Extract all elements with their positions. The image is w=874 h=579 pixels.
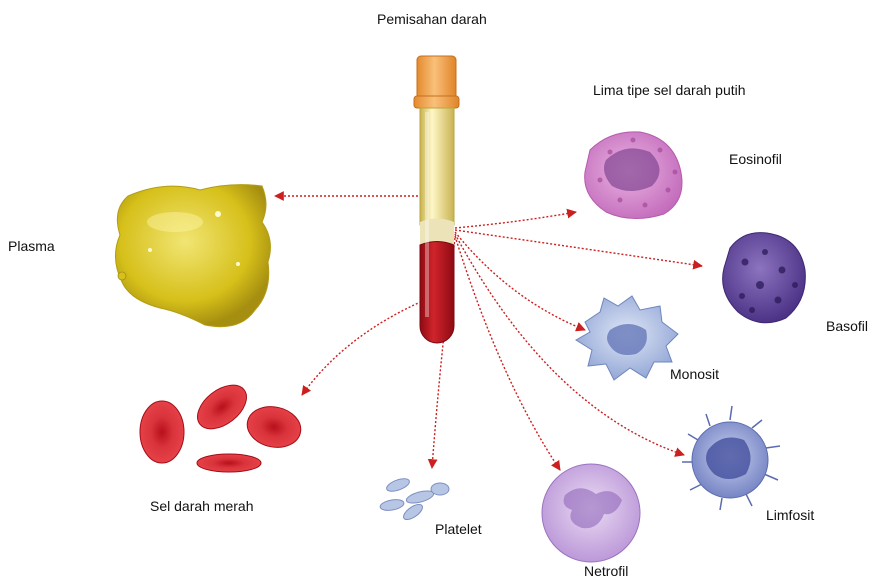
platelets: [379, 476, 449, 522]
label-monocyte: Monosit: [670, 366, 719, 382]
wbc-heading: Lima tipe sel darah putih: [593, 82, 746, 98]
rbc-1: [140, 401, 184, 463]
label-plasma: Plasma: [8, 238, 55, 254]
eosinophil-cell: [585, 132, 682, 219]
arrow-to-basophil: [455, 230, 702, 266]
label-neutrophil: Netrofil: [584, 563, 628, 579]
lymphocyte-cell: [682, 406, 780, 510]
rbc-3: [243, 402, 304, 452]
arrow-to-monocyte: [455, 232, 585, 330]
label-basophil: Basofil: [826, 318, 868, 334]
rbc-4: [197, 454, 261, 472]
neutrophil-cell: [542, 464, 640, 562]
monocyte-cell: [576, 296, 678, 380]
diagram-title: Pemisahan darah: [377, 11, 487, 27]
basophil-cell: [723, 233, 806, 323]
label-platelet: Platelet: [435, 521, 482, 537]
label-eosinophil: Eosinofil: [729, 151, 782, 167]
label-lymphocyte: Limfosit: [766, 507, 814, 523]
red-blood-cells: [140, 376, 305, 472]
plasma-drop: [115, 185, 270, 327]
rbc-2: [189, 376, 254, 437]
arrow-to-eosinophil: [455, 212, 576, 228]
label-red-blood-cells: Sel darah merah: [150, 498, 254, 514]
test-tube: [414, 56, 459, 343]
arrow-to-rbc: [302, 300, 425, 395]
arrow-to-neutrophil: [455, 236, 560, 470]
